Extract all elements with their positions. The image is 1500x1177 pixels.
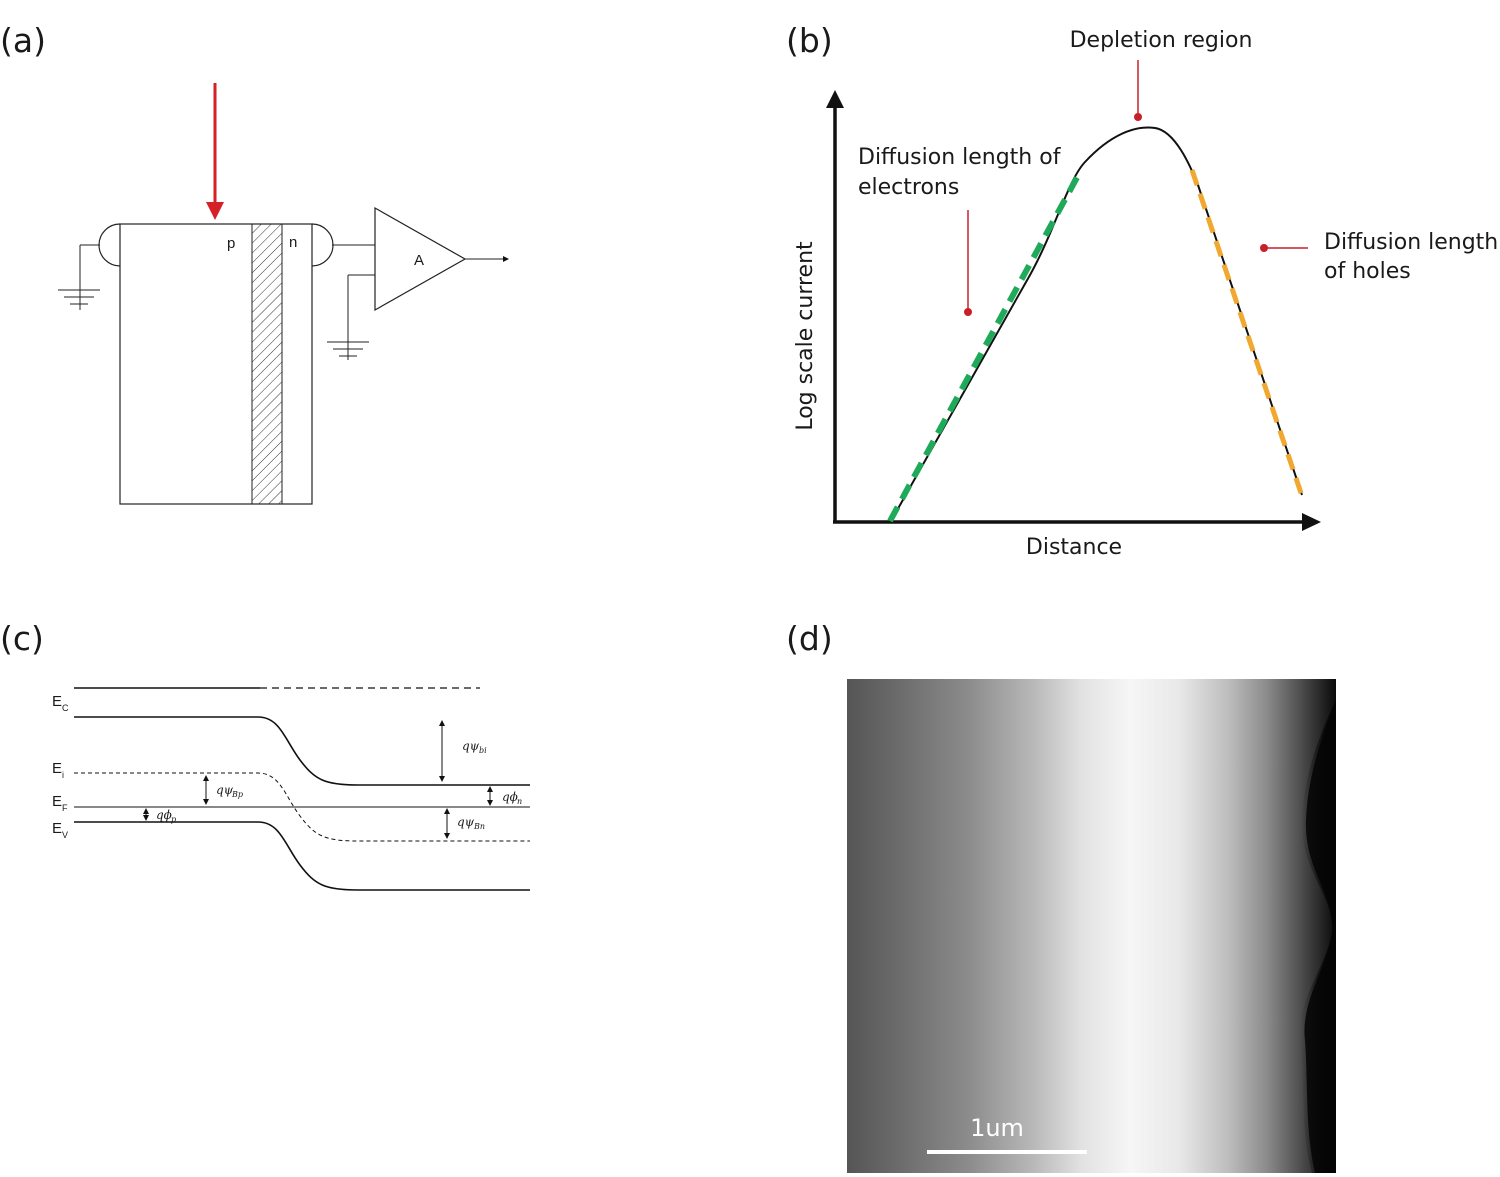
left-contact xyxy=(98,223,121,267)
psi-bp-label: qψ Bp xyxy=(216,783,243,799)
svg-text:i: i xyxy=(62,770,64,780)
electron-diffusion-marker xyxy=(964,308,972,316)
conduction-band-line xyxy=(74,716,530,786)
psi-bn-label: qψ Bn xyxy=(457,815,485,831)
ec-label: E C xyxy=(52,693,69,713)
intrinsic-level-line xyxy=(74,772,530,842)
svg-text:Bn: Bn xyxy=(473,822,485,831)
hole-diffusion-fit-line xyxy=(1189,169,1305,497)
depletion-region-marker xyxy=(1134,113,1142,121)
svg-text:bi: bi xyxy=(479,746,487,755)
valence-band-line xyxy=(74,821,530,891)
panel-c: (c) E C E i E F E V qψ xyxy=(0,619,530,891)
svg-text:E: E xyxy=(52,820,62,837)
hole-diffusion-marker xyxy=(1260,244,1268,252)
electron-diffusion-label-line1: Diffusion length of xyxy=(858,145,1062,170)
phi-p-label: qϕ p xyxy=(156,808,176,824)
x-axis-arrowhead xyxy=(1302,513,1321,531)
scale-bar-label: 1um xyxy=(970,1114,1024,1142)
ei-label: E i xyxy=(52,760,64,780)
panel-d-label: (d) xyxy=(786,619,833,658)
svg-text:qψ: qψ xyxy=(216,783,234,797)
junction-hatched-region xyxy=(251,223,283,505)
hole-diffusion-label-line1: Diffusion length xyxy=(1324,230,1498,255)
svg-text:E: E xyxy=(52,760,62,777)
depletion-region-label: Depletion region xyxy=(1070,28,1253,53)
psi-bi-label: qψ bi xyxy=(462,739,487,755)
amplifier-label: A xyxy=(414,252,424,269)
amp-ground-icon xyxy=(327,341,369,360)
svg-text:V: V xyxy=(62,830,68,840)
panel-a-label: (a) xyxy=(0,21,46,60)
incident-beam-arrowhead xyxy=(206,202,224,220)
svg-text:p: p xyxy=(171,815,176,824)
electron-diffusion-label-line2: electrons xyxy=(858,175,959,200)
phi-n-label: qϕ n xyxy=(502,790,522,806)
right-contact xyxy=(311,223,334,267)
ev-label: E V xyxy=(52,820,68,840)
svg-text:qψ: qψ xyxy=(462,739,480,753)
svg-text:qψ: qψ xyxy=(457,815,475,829)
y-axis-label: Log scale current xyxy=(793,241,818,431)
svg-text:E: E xyxy=(52,793,62,810)
electron-diffusion-fit-line xyxy=(887,170,1083,523)
hole-diffusion-label-line2: of holes xyxy=(1324,259,1411,284)
left-ground-icon xyxy=(58,289,100,310)
svg-text:qϕ: qϕ xyxy=(156,808,172,822)
panel-d: (d) 1um xyxy=(786,619,1336,1173)
n-region-label: n xyxy=(289,234,297,251)
svg-text:C: C xyxy=(62,703,69,713)
panel-c-label: (c) xyxy=(0,619,44,658)
svg-text:Bp: Bp xyxy=(231,790,243,799)
y-axis-arrowhead xyxy=(826,90,844,108)
svg-text:qϕ: qϕ xyxy=(502,790,518,804)
svg-text:n: n xyxy=(517,797,522,806)
svg-text:E: E xyxy=(52,693,62,710)
svg-text:F: F xyxy=(62,803,68,813)
panel-b: (b) Distance Log scale current Depletion… xyxy=(786,21,1498,560)
sample-block xyxy=(119,223,313,505)
x-axis-label: Distance xyxy=(1026,535,1122,560)
amplifier-triangle xyxy=(374,206,467,312)
panel-a: (a) p n A xyxy=(0,21,509,505)
panel-b-label: (b) xyxy=(786,21,833,60)
sem-ebic-image xyxy=(847,679,1336,1173)
ef-label: E F xyxy=(52,793,68,813)
p-region-label: p xyxy=(227,235,235,252)
